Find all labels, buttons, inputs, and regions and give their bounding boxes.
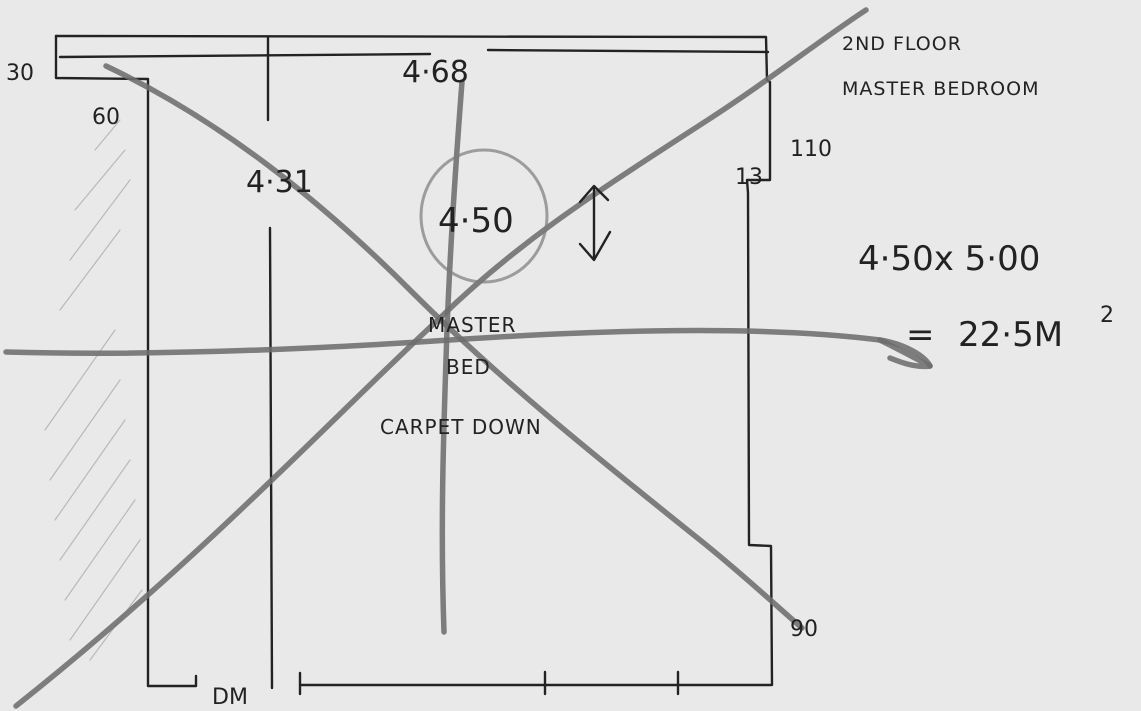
room-outline	[54, 34, 774, 696]
flooring-label: CARPET DOWN	[380, 415, 542, 439]
bottom-label: DM	[212, 685, 248, 710]
circled-depth-label: 4·50	[438, 201, 514, 241]
room-name-line2: BED	[446, 355, 491, 379]
vertical-stroke	[439, 79, 465, 635]
diagonal-stroke-falling	[103, 63, 805, 631]
bottom-dimension-line	[298, 670, 773, 696]
dimension-circle	[419, 148, 549, 284]
calc-area: 22·5M	[958, 315, 1063, 355]
top-strip-inner	[58, 48, 770, 59]
calc-area-exponent: 2	[1100, 303, 1114, 328]
top-strip-left	[54, 34, 198, 688]
title-line2: MASTER BEDROOM	[842, 78, 1039, 100]
room-name-line1: MASTER	[428, 313, 516, 337]
bottom-right-label: 90	[790, 617, 818, 642]
left-depth-label: 4·31	[246, 165, 313, 200]
right-step-label: 13	[735, 165, 763, 190]
title-line1: 2ND FLOOR	[842, 33, 962, 55]
double-arrow-icon	[578, 184, 612, 262]
right-offset-label: 110	[790, 137, 832, 162]
top-wall	[54, 34, 774, 687]
diagonal-stroke-rising	[13, 7, 869, 709]
horizontal-stroke-tail	[877, 337, 933, 370]
calc-size: 4·50x 5·00	[858, 239, 1040, 279]
calc-equals: =	[906, 315, 935, 355]
wall-hatching	[44, 119, 143, 661]
top-width-label: 4·68	[402, 55, 469, 90]
interior-wall	[266, 36, 274, 690]
crossing-strokes	[3, 7, 933, 709]
left-offset-label: 60	[92, 105, 120, 130]
top-margin-label: 30	[6, 61, 34, 86]
